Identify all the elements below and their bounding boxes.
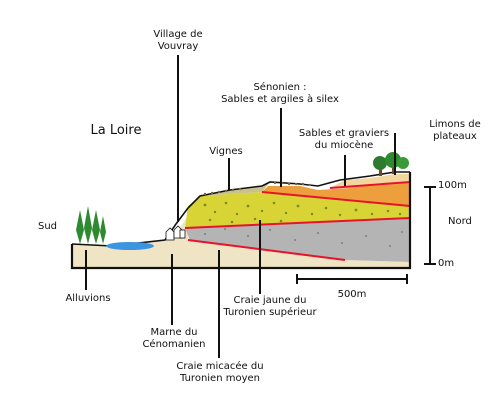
scale-label-500m: 500m	[337, 289, 367, 300]
plateau-trees	[373, 152, 409, 176]
scale-label-100m: 100m	[438, 180, 467, 191]
cenomanian-marl-layer	[72, 240, 410, 268]
loire-river	[106, 242, 154, 250]
label-marne: Marne du Cénomanien	[142, 327, 206, 350]
riverbank-trees	[76, 206, 106, 244]
yellow-chalk-texture	[203, 201, 402, 224]
gray-chalk-layer	[185, 218, 410, 262]
height-scale	[424, 186, 436, 265]
label-alluvions: Alluvions	[65, 293, 111, 304]
village-houses	[165, 225, 186, 241]
label-vignes: Vignes	[209, 146, 243, 157]
label-loire: La Loire	[90, 123, 142, 138]
label-craie-micacee: Craie micacée du Turonien moyen	[176, 361, 264, 384]
label-nord: Nord	[448, 216, 472, 227]
gray-chalk-texture	[204, 228, 403, 247]
vineyard-marks	[203, 181, 312, 196]
senonian-layer	[262, 182, 410, 206]
topsoil-strip	[198, 182, 270, 196]
miocene-sands-layer	[330, 174, 410, 188]
label-village: Village de Vouvray	[153, 29, 203, 52]
section-frame	[70, 172, 412, 270]
label-senonien: Sénonien : Sables et argiles à silex	[221, 82, 339, 105]
length-scale	[296, 274, 408, 284]
label-sables-graviers: Sables et graviers du miocène	[298, 128, 390, 151]
label-limons: Limons de plateaux	[429, 119, 481, 142]
label-craie-jaune: Craie jaune du Turonien supérieur	[223, 295, 317, 318]
label-sud: Sud	[38, 221, 58, 232]
scale-label-0m: 0m	[438, 258, 455, 269]
leader-lines	[85, 55, 396, 358]
layer-boundaries	[184, 181, 411, 261]
